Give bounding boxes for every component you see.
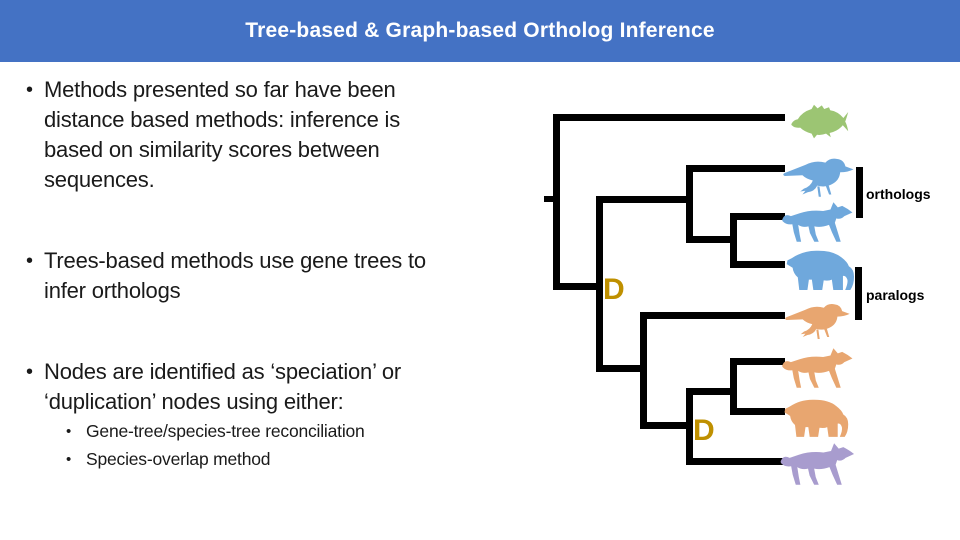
species-silhouette-wolf [782, 348, 853, 388]
paralogs-bracket-bar [855, 267, 862, 320]
tree-edge [686, 165, 785, 172]
bullet-group-node-identification: • Nodes are identified as ‘speciation’ o… [26, 357, 401, 473]
bullet-item-node-types: • Nodes are identified as ‘speciation’ o… [26, 357, 401, 417]
duplication-node-label: D [603, 273, 625, 306]
tree-edge [553, 114, 560, 290]
sub-bullet-reconciliation: • Gene-tree/species-tree reconciliation [66, 418, 401, 445]
sub-bullet-text: Gene-tree/species-tree reconciliation [86, 421, 365, 441]
species-silhouette-wolf [780, 443, 855, 485]
tree-edge [640, 422, 693, 429]
sub-bullet-text: Species-overlap method [86, 449, 271, 469]
orthologs-label: orthologs [866, 186, 931, 202]
tree-edge [686, 388, 693, 465]
bullet-item-tree-methods: • Trees-based methods use gene trees to … [26, 246, 426, 306]
bullet-item-distance-methods: • Methods presented so far have been dis… [26, 75, 400, 195]
species-silhouette-wolf [782, 202, 853, 242]
duplication-node-label: D [693, 414, 715, 447]
tree-edge [730, 408, 785, 415]
tree-edge [686, 236, 737, 243]
species-silhouette-bird [785, 304, 850, 340]
tree-edge [686, 388, 737, 395]
bullet-marker: • [26, 250, 34, 272]
tree-edge [553, 283, 603, 290]
bullet-text: Methods presented so far have been dista… [44, 77, 401, 192]
tree-edge [544, 196, 554, 202]
species-silhouette-elephant [784, 399, 849, 437]
bullet-marker: • [66, 451, 72, 468]
tree-edge [686, 458, 785, 465]
tree-edge [730, 213, 785, 220]
tree-edge [553, 114, 785, 121]
species-silhouette-fish [791, 104, 849, 139]
species-silhouette-bird [783, 158, 854, 197]
bullet-marker: • [26, 361, 34, 383]
bullet-marker: • [66, 423, 72, 440]
bullet-marker: • [26, 79, 34, 101]
tree-edge [640, 312, 647, 429]
orthologs-bracket-bar [856, 167, 863, 218]
species-silhouette-elephant [786, 250, 855, 290]
tree-edge [686, 165, 693, 243]
tree-edge [596, 196, 693, 203]
slide-header: Tree-based & Graph-based Ortholog Infere… [0, 0, 960, 62]
paralogs-label: paralogs [866, 287, 925, 303]
bullet-text: Nodes are identified as ‘speciation’ or … [44, 359, 402, 414]
tree-edge [730, 358, 785, 365]
tree-edge [730, 261, 785, 268]
tree-edge [596, 196, 603, 372]
tree-edge [596, 365, 647, 372]
page-title: Tree-based & Graph-based Ortholog Infere… [245, 19, 715, 42]
tree-edge [730, 358, 737, 415]
bullet-text: Trees-based methods use gene trees to in… [44, 248, 426, 303]
sub-bullet-species-overlap: • Species-overlap method [66, 446, 401, 473]
tree-edge [640, 312, 785, 319]
tree-edge [730, 213, 737, 268]
